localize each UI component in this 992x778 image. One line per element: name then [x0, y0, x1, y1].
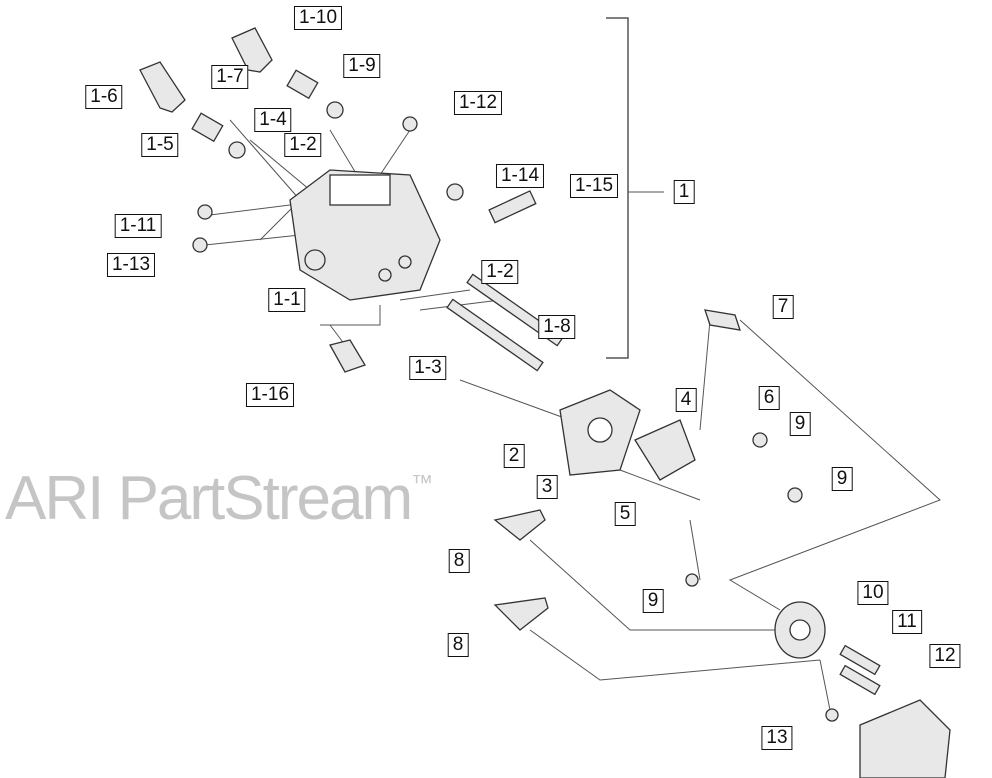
callout-label[interactable]: 11 — [892, 610, 922, 634]
callout-label[interactable]: 8 — [448, 549, 470, 573]
callout-label[interactable]: 1-2 — [481, 260, 519, 284]
cap-1-6 — [139, 61, 186, 113]
lever-8a — [493, 509, 546, 541]
callout-label[interactable]: 9 — [789, 412, 811, 436]
callout-label[interactable]: 3 — [536, 475, 558, 499]
callout-label[interactable]: 1-8 — [538, 315, 576, 339]
callout-label[interactable]: 1-6 — [85, 85, 123, 109]
callout-label[interactable]: 1-14 — [495, 164, 545, 188]
callout-label[interactable]: 1-2 — [284, 133, 322, 157]
trademark-mark: ™ — [411, 470, 433, 495]
lever-8b — [493, 597, 549, 631]
lever-7 — [704, 309, 741, 331]
callout-label[interactable]: 6 — [758, 386, 780, 410]
callout-label[interactable]: 1-12 — [453, 91, 503, 115]
callout-label[interactable]: 5 — [614, 502, 636, 526]
callout-label[interactable]: 2 — [503, 444, 525, 468]
watermark: ARI PartStream™ — [5, 468, 433, 530]
callout-label[interactable]: 7 — [772, 295, 794, 319]
callout-label[interactable]: 1-7 — [211, 65, 249, 89]
cap-1-10 — [231, 27, 273, 73]
callout-label[interactable]: 1-4 — [254, 108, 292, 132]
callout-label[interactable]: 1-15 — [569, 174, 619, 198]
callout-label[interactable]: 1-1 — [268, 288, 306, 312]
leader-lines — [204, 17, 941, 711]
callout-label[interactable]: 8 — [447, 633, 469, 657]
plug-1-16 — [329, 339, 366, 373]
callout-label[interactable]: 1-16 — [245, 383, 295, 407]
callout-label[interactable]: 1-5 — [141, 133, 179, 157]
callout-label[interactable]: 9 — [831, 467, 853, 491]
callout-label[interactable]: 4 — [675, 388, 697, 412]
callout-label[interactable]: 1-10 — [293, 6, 343, 30]
callout-label[interactable]: 1-9 — [343, 54, 381, 78]
callout-label[interactable]: 1-13 — [106, 253, 156, 277]
callout-label[interactable]: 1-3 — [409, 356, 447, 380]
callout-label[interactable]: 10 — [857, 581, 889, 605]
callout-label[interactable]: 13 — [761, 726, 793, 750]
callout-label[interactable]: 9 — [642, 589, 664, 613]
parts — [139, 27, 951, 778]
watermark-text: ARI PartStream — [5, 464, 413, 533]
plate-6 — [634, 419, 696, 481]
callout-label[interactable]: 1 — [673, 180, 695, 204]
knob — [859, 699, 951, 778]
callout-label[interactable]: 12 — [929, 644, 961, 668]
callout-label[interactable]: 1-11 — [114, 214, 162, 238]
